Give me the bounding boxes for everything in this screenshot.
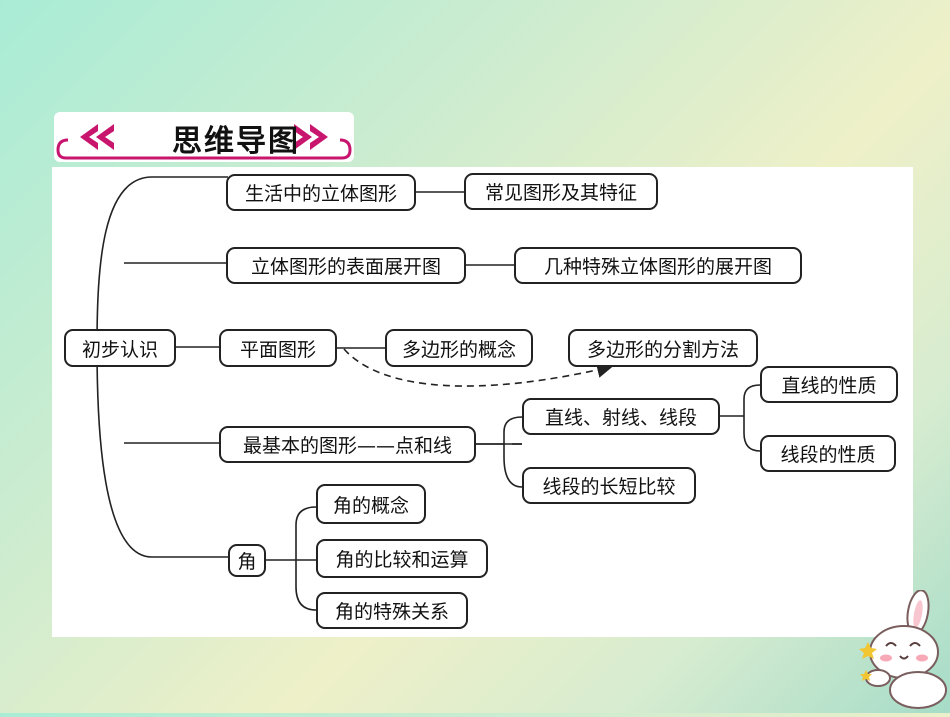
- node-segment-properties: 线段的性质: [760, 435, 896, 472]
- node-3d-shapes-in-life: 生活中的立体图形: [226, 174, 416, 211]
- node-line-properties: 直线的性质: [760, 366, 898, 403]
- mind-map-card: 初步认识 生活中的立体图形 常见图形及其特征 立体图形的表面展开图 几种特殊立体…: [52, 167, 913, 637]
- node-points-lines: 最基本的图形——点和线: [219, 426, 476, 463]
- connector-lines: [96, 176, 761, 611]
- node-surface-nets: 立体图形的表面展开图: [226, 247, 466, 284]
- node-plane-figures: 平面图形: [219, 329, 337, 367]
- node-polygon-concept: 多边形的概念: [385, 329, 533, 367]
- node-angle: 角: [228, 544, 266, 577]
- root-node: 初步认识: [64, 329, 176, 367]
- title-banner: 思维导图: [52, 110, 356, 164]
- bunny-icon: [859, 589, 947, 709]
- node-common-shapes: 常见图形及其特征: [464, 173, 658, 210]
- node-line-ray-segment: 直线、射线、线段: [522, 398, 720, 435]
- title-banner-frame: [54, 112, 354, 162]
- node-angle-concept: 角的概念: [316, 484, 426, 524]
- node-angle-special: 角的特殊关系: [316, 592, 468, 629]
- node-special-nets: 几种特殊立体图形的展开图: [514, 247, 802, 284]
- page-title: 思维导图: [172, 124, 300, 159]
- node-polygon-division: 多边形的分割方法: [568, 329, 758, 367]
- node-angle-comparison: 角的比较和运算: [316, 539, 488, 578]
- bunny-decoration: [858, 589, 950, 717]
- node-segment-comparison: 线段的长短比较: [522, 467, 696, 504]
